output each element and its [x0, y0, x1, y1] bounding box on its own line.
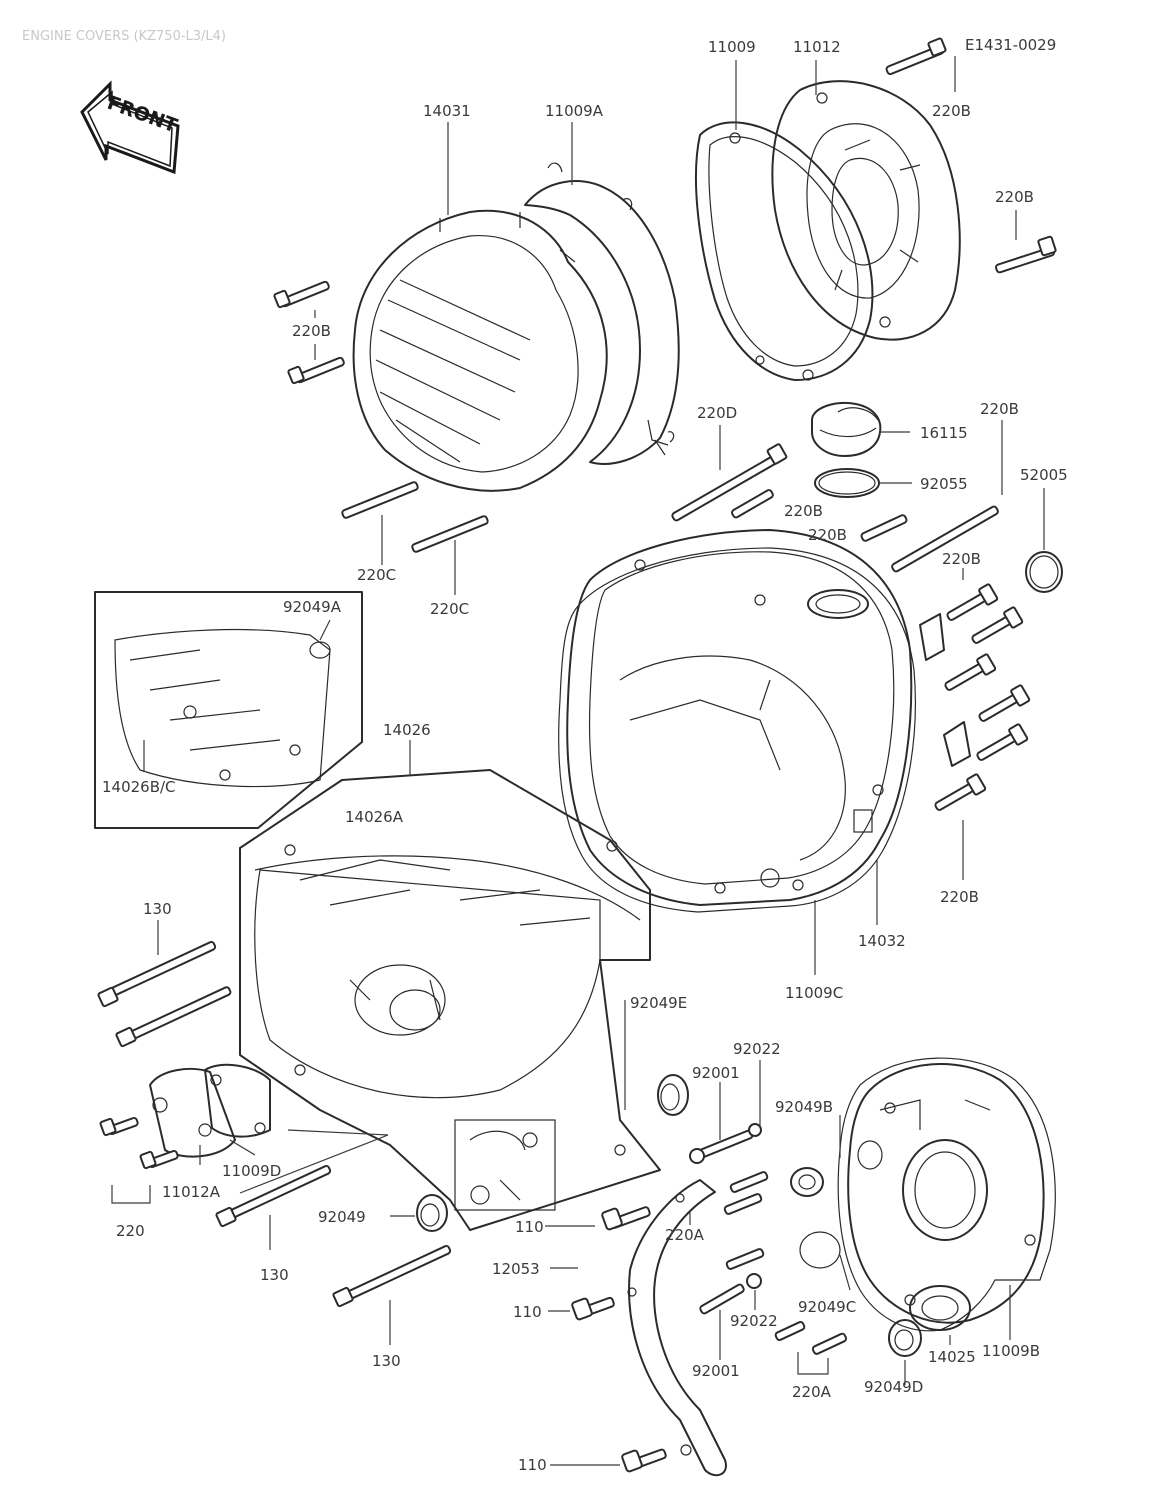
generator-cover-14031	[352, 209, 608, 492]
seal-92049d	[888, 1319, 922, 1357]
part-label: 11009B	[982, 1342, 1040, 1360]
part-label: 14032	[858, 932, 906, 950]
bolt-220b-mid-1	[731, 489, 774, 519]
part-label: 11009C	[785, 984, 843, 1002]
part-label: 11009	[708, 38, 756, 56]
part-label: 16115	[920, 424, 968, 442]
bolt-220b-left-2	[287, 356, 345, 385]
part-label: 220B	[940, 888, 979, 906]
part-label: 220B	[980, 400, 1019, 418]
part-label: 92022	[733, 1040, 781, 1058]
part-label: 92049A	[283, 598, 342, 616]
seal-92049c	[799, 1231, 841, 1269]
part-label: 220	[116, 1222, 145, 1240]
bolt-220d	[671, 443, 788, 522]
bolt-220a-group	[699, 1171, 848, 1375]
part-label: 220C	[430, 600, 469, 618]
part-label: 220D	[697, 404, 737, 422]
bolt-220b-long	[891, 505, 999, 573]
seal-92049	[416, 1194, 448, 1232]
bolt-220c-1	[341, 481, 419, 519]
bolt-group-220b-right	[919, 583, 1031, 811]
part-label: 110	[513, 1303, 542, 1321]
part-label: 14025	[928, 1348, 976, 1366]
bolt-220b-left-1	[273, 280, 330, 309]
o-ring-92055	[814, 468, 880, 498]
bolt-130-3	[215, 1165, 332, 1228]
part-label: 130	[143, 900, 172, 918]
part-label: 52005	[1020, 466, 1068, 484]
gasket-11009d	[204, 1063, 271, 1138]
part-label: 12053	[492, 1260, 540, 1278]
part-label: 220B	[932, 102, 971, 120]
part-label: 92049C	[798, 1298, 856, 1316]
part-label: 220B	[808, 526, 847, 544]
bolt-220-left	[99, 1116, 179, 1204]
page-header: ENGINE COVERS (KZ750-L3/L4)	[22, 29, 226, 44]
part-label: 14026A	[345, 808, 404, 826]
part-label: 11009D	[222, 1162, 281, 1180]
part-label: E1431-0029	[965, 36, 1056, 54]
part-label: 220B	[995, 188, 1034, 206]
bolt-220b-mid-2	[860, 514, 908, 542]
seal-92049b	[790, 1167, 824, 1197]
part-label: 11012	[793, 38, 841, 56]
plug-52005	[1025, 551, 1063, 593]
part-label: 92055	[920, 475, 968, 493]
part-label: 220B	[784, 502, 823, 520]
bolt-220b-right	[995, 235, 1057, 274]
part-label: 92049	[318, 1208, 366, 1226]
cover-11012	[771, 80, 961, 341]
bolt-220c-2	[411, 515, 489, 553]
cover-14026	[239, 769, 661, 1231]
bolt-130-4	[332, 1245, 452, 1308]
part-label: 14026	[383, 721, 431, 739]
leader-lines	[143, 56, 1045, 1466]
part-label: 130	[372, 1352, 401, 1370]
part-label: 92022	[730, 1312, 778, 1330]
part-label: 110	[515, 1218, 544, 1236]
cover-14025	[847, 1063, 1045, 1331]
part-label: 92001	[692, 1362, 740, 1380]
bolt-110-3	[621, 1448, 667, 1473]
part-labels: 14031 11009A 11009 11012 E1431-0029 220B…	[102, 36, 1068, 1474]
part-label: 11009A	[545, 102, 604, 120]
part-label: 92049B	[775, 1098, 833, 1116]
bolt-110-2	[571, 1296, 615, 1321]
gasket-11009c	[558, 547, 916, 913]
part-label: 92049E	[630, 994, 687, 1012]
part-label: 92001	[692, 1064, 740, 1082]
clutch-cover-14032	[566, 419, 913, 906]
part-label: 130	[260, 1266, 289, 1284]
inset-box	[94, 591, 363, 829]
seal-92049e	[657, 1074, 689, 1116]
strip-12053	[627, 1179, 727, 1477]
gasket-11009b	[837, 1057, 1056, 1332]
bolt-130-1	[97, 941, 217, 1008]
part-label: 110	[518, 1456, 547, 1474]
cap-11012a	[149, 1067, 236, 1158]
gasket-11009	[694, 121, 874, 381]
part-label: 92049D	[864, 1378, 923, 1396]
part-label: 220A	[665, 1226, 705, 1244]
part-label: 220B	[942, 550, 981, 568]
part-label: 220A	[792, 1383, 832, 1401]
front-arrow-icon: FRONT	[80, 80, 180, 175]
part-label: 14031	[423, 102, 471, 120]
part-label: 14026B/C	[102, 778, 176, 796]
part-label: 220C	[357, 566, 396, 584]
bolt-110-1	[601, 1206, 651, 1231]
part-label: 11012A	[162, 1183, 221, 1201]
bolt-130-2	[115, 986, 232, 1048]
bolt-92001-1	[689, 1123, 762, 1164]
oil-filler-cap-16115	[811, 402, 882, 457]
bolt-220b-top	[885, 37, 947, 76]
gasket-11009a	[524, 162, 680, 465]
part-label: 220B	[292, 322, 331, 340]
